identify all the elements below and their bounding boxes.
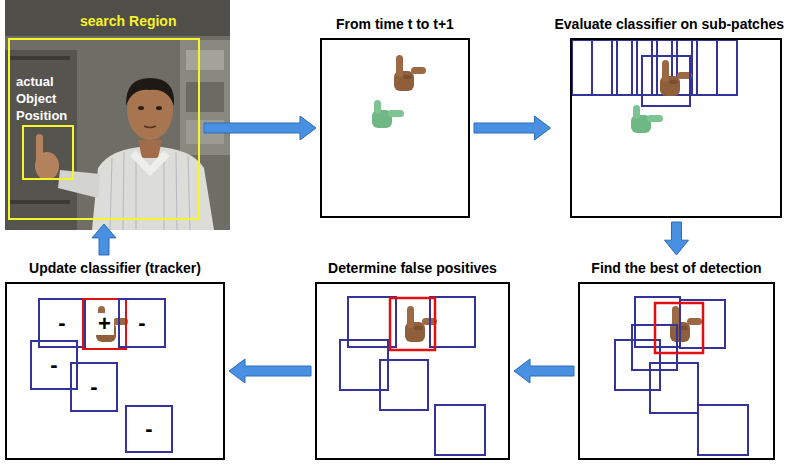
- sample-sign: -: [142, 418, 155, 440]
- label-holder: Update classifier (tracker): [29, 259, 201, 277]
- frame-illustration: [340, 297, 485, 455]
- frame-illustration: [572, 40, 737, 95]
- sample-sign: -: [87, 376, 100, 398]
- frame-illustration: [372, 55, 426, 128]
- step-title: Update classifier (tracker): [29, 259, 201, 277]
- object-label: actual Object Position: [16, 73, 80, 124]
- flow-arrow: [665, 222, 689, 255]
- step-title: Determine false positives: [328, 259, 497, 277]
- step-title: Evaluate classifier on sub-patches: [554, 15, 784, 33]
- flow-arrow: [514, 359, 574, 383]
- flow-arrow: [204, 116, 316, 140]
- negative-sample-box: -: [70, 362, 118, 412]
- step-panel: Determine false positives: [315, 282, 510, 460]
- camera-photo: [5, 0, 230, 230]
- hand-figure: [96, 306, 128, 342]
- negative-sample-box: -: [125, 405, 173, 453]
- flow-arrow: [229, 359, 311, 383]
- search-region-box: search Regionactual Object Position: [8, 38, 200, 220]
- label-holder: Determine false positives: [328, 259, 497, 277]
- positive-sample-box: +: [82, 298, 127, 350]
- label-holder: From time t to t+1: [336, 15, 454, 33]
- sample-sign: -: [55, 312, 68, 334]
- region-label: search Region: [80, 12, 176, 30]
- negative-sample-box: -: [118, 298, 166, 348]
- sample-sign: +: [95, 313, 114, 335]
- step-title: Find the best of detection: [591, 259, 761, 277]
- hand-figure: [631, 105, 663, 133]
- label-holder: search Region: [80, 12, 176, 30]
- sub-patch: [642, 56, 690, 106]
- frame-illustration: [615, 297, 748, 455]
- step-panel: Evaluate classifier on sub-patches: [570, 38, 782, 218]
- flow-arrow: [92, 224, 116, 255]
- sample-sign: -: [47, 354, 60, 376]
- label-holder: actual Object Position: [16, 73, 80, 124]
- step-panel: From time t to t+1: [320, 38, 470, 218]
- label-holder: Evaluate classifier on sub-patches: [554, 15, 784, 33]
- sample-sign: -: [135, 312, 148, 334]
- object-box: actual Object Position: [22, 125, 74, 180]
- step-panel: Update classifier (tracker)-+----: [5, 282, 225, 460]
- flow-arrow: [474, 116, 551, 140]
- step-title: From time t to t+1: [336, 15, 454, 33]
- label-holder: Find the best of detection: [591, 259, 761, 277]
- step-panel: Find the best of detection: [578, 282, 775, 460]
- hand-figure: [660, 60, 692, 96]
